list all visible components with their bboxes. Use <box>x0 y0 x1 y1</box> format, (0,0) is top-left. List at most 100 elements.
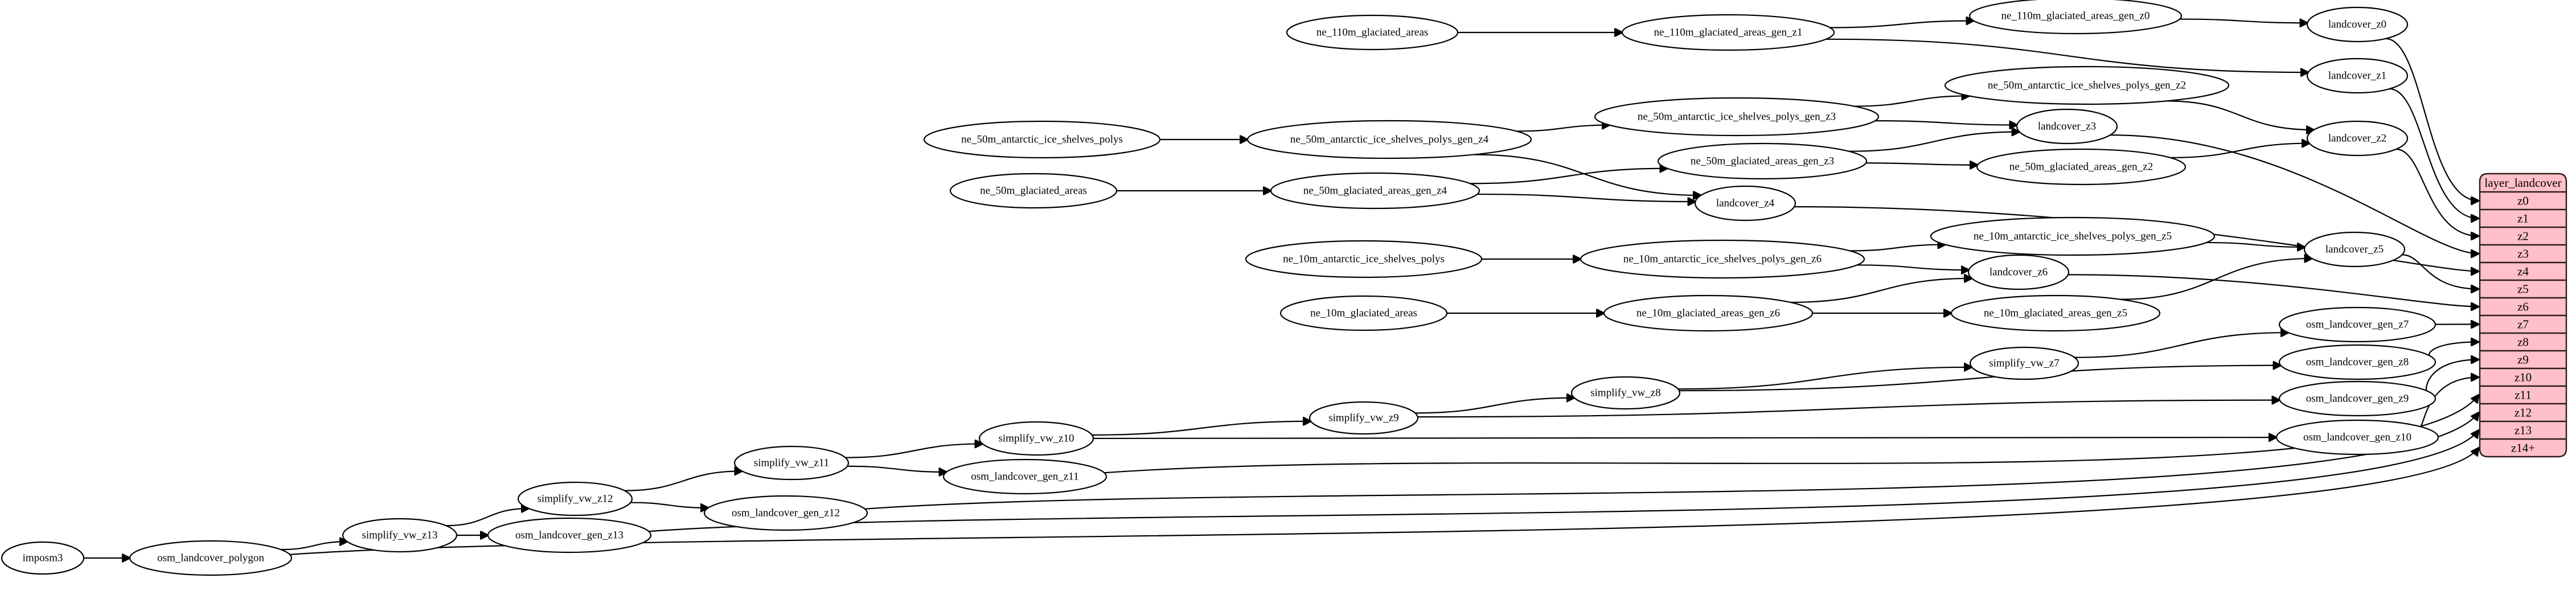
node-ellipse <box>129 540 293 576</box>
graph-node-simplify_vw_z7[interactable]: simplify_vw_z7 <box>1969 346 2079 380</box>
node-ellipse <box>1969 346 2079 380</box>
table-row-z8[interactable]: z8 <box>2517 335 2529 349</box>
graph-node-landcover_z3[interactable]: landcover_z3 <box>2016 108 2118 145</box>
graph-node-ne_10m_glaciated_areas_gen_z5[interactable]: ne_10m_glaciated_areas_gen_z5 <box>1950 294 2161 332</box>
graph-edge-simplify_vw_z7--to--osm_landcover_gen_z7 <box>2074 333 2288 358</box>
graph-node-osm_landcover_polygon[interactable]: osm_landcover_polygon <box>129 540 293 576</box>
graph-node-simplify_vw_z8[interactable]: simplify_vw_z8 <box>1570 376 1681 410</box>
graph-node-ne_50m_glaciated_areas_gen_z3[interactable]: ne_50m_glaciated_areas_gen_z3 <box>1657 142 1868 180</box>
graph-node-simplify_vw_z9[interactable]: simplify_vw_z9 <box>1308 401 1419 435</box>
graph-node-ne_10m_antarctic_ice_shelves_polys[interactable]: ne_10m_antarctic_ice_shelves_polys <box>1245 240 1483 278</box>
node-ellipse <box>1621 14 1835 51</box>
graph-node-osm_landcover_gen_z10[interactable]: osm_landcover_gen_z10 <box>2275 419 2439 456</box>
node-label: ne_10m_glaciated_areas_gen_z5 <box>1984 307 2127 319</box>
graph-node-ne_110m_glaciated_areas[interactable]: ne_110m_glaciated_areas <box>1286 14 1459 51</box>
table-row-z1[interactable]: z1 <box>2517 212 2529 225</box>
table-row-z2[interactable]: z2 <box>2517 229 2529 243</box>
node-ellipse <box>1694 185 1796 222</box>
graph-edge-osm_landcover_gen_z11--to--layer_landcover_z11 <box>1104 395 2479 474</box>
graph-node-landcover_z2[interactable]: landcover_z2 <box>2306 120 2409 157</box>
node-ellipse <box>1594 97 1880 137</box>
node-label: landcover_z2 <box>2328 133 2386 145</box>
table-row-z13[interactable]: z13 <box>2515 424 2532 437</box>
node-label: simplify_vw_z12 <box>538 493 613 505</box>
graph-node-landcover_z6[interactable]: landcover_z6 <box>1967 254 2070 290</box>
table-header-label: layer_landcover <box>2484 176 2561 190</box>
node-label: landcover_z6 <box>1990 266 2048 278</box>
node-label: osm_landcover_polygon <box>157 552 264 564</box>
graph-edge-ne_10m_antarctic_ice_shelves_polys_gen_z5--to--landcover_z5 <box>2206 241 2305 247</box>
graph-node-ne_50m_glaciated_areas_gen_z4[interactable]: ne_50m_glaciated_areas_gen_z4 <box>1270 172 1480 210</box>
graph-edge-landcover_z4--to--layer_landcover_z4 <box>1794 206 2479 271</box>
graph-node-ne_110m_glaciated_areas_gen_z1[interactable]: ne_110m_glaciated_areas_gen_z1 <box>1621 14 1835 51</box>
graph-node-ne_50m_glaciated_areas_gen_z2[interactable]: ne_50m_glaciated_areas_gen_z2 <box>1976 148 2187 186</box>
table-row-z12[interactable]: z12 <box>2515 406 2532 420</box>
node-ellipse <box>1603 294 1814 332</box>
node-label: landcover_z3 <box>2038 121 2096 133</box>
node-label: ne_110m_glaciated_areas_gen_z0 <box>2001 10 2150 22</box>
node-label: osm_landcover_gen_z9 <box>2306 393 2409 405</box>
table-row-z7[interactable]: z7 <box>2517 318 2529 331</box>
graph-edge-simplify_vw_z12--to--osm_landcover_gen_z12 <box>630 502 708 508</box>
node-ellipse <box>1 541 85 575</box>
graph-node-ne_50m_antarctic_ice_shelves_polys_gen_z4[interactable]: ne_50m_antarctic_ice_shelves_polys_gen_z… <box>1246 120 1532 159</box>
table-row-z3[interactable]: z3 <box>2517 247 2529 261</box>
graph-node-ne_10m_antarctic_ice_shelves_polys_gen_z5[interactable]: ne_10m_antarctic_ice_shelves_polys_gen_z… <box>1930 216 2216 256</box>
graph-node-ne_50m_antarctic_ice_shelves_polys_gen_z2[interactable]: ne_50m_antarctic_ice_shelves_polys_gen_z… <box>1944 65 2230 105</box>
graph-node-osm_landcover_gen_z9[interactable]: osm_landcover_gen_z9 <box>2278 380 2436 417</box>
graph-node-ne_50m_glaciated_areas[interactable]: ne_50m_glaciated_areas <box>949 173 1118 209</box>
graph-node-simplify_vw_z11[interactable]: simplify_vw_z11 <box>733 445 850 481</box>
table-row-z0[interactable]: z0 <box>2517 194 2529 208</box>
node-ellipse <box>2275 419 2439 456</box>
node-label: osm_landcover_gen_z10 <box>2303 432 2411 444</box>
graph-edge-simplify_vw_z10--to--osm_landcover_gen_z10 <box>1093 437 2276 438</box>
node-label: imposm3 <box>23 552 63 564</box>
graph-edge-landcover_z6--to--layer_landcover_z6 <box>2068 274 2479 306</box>
table-row-z4[interactable]: z4 <box>2517 265 2529 278</box>
graph-node-osm_landcover_gen_z8[interactable]: osm_landcover_gen_z8 <box>2278 344 2436 380</box>
node-label: osm_landcover_gen_z7 <box>2306 319 2409 331</box>
graph-edge-ne_50m_antarctic_ice_shelves_polys_gen_z3--to--ne_50m_antarctic_ice_shelves_polys_gen_z2 <box>1854 96 1969 107</box>
node-ellipse <box>1944 65 2230 105</box>
layer-landcover-table-group[interactable]: layer_landcover z0 z1 z2 z3 z4 z5 z6 z7 z8 z9 z10 z1… <box>2479 173 2567 458</box>
node-label: simplify_vw_z9 <box>1328 412 1399 424</box>
table-row-z6[interactable]: z6 <box>2517 300 2529 314</box>
graph-node-ne_10m_antarctic_ice_shelves_polys_gen_z6[interactable]: ne_10m_antarctic_ice_shelves_polys_gen_z… <box>1580 239 1865 279</box>
graph-node-simplify_vw_z12[interactable]: simplify_vw_z12 <box>517 481 633 516</box>
node-label: ne_50m_glaciated_areas_gen_z2 <box>2009 161 2153 173</box>
graph-node-ne_10m_glaciated_areas[interactable]: ne_10m_glaciated_areas <box>1279 295 1448 331</box>
graph-edge-simplify_vw_z13--to--simplify_vw_z12 <box>446 509 528 527</box>
node-label: landcover_z5 <box>2325 244 2384 256</box>
graph-edge-ne_110m_glaciated_areas_gen_z1--to--ne_110m_glaciated_areas_gen_z0 <box>1830 21 1974 28</box>
node-label: osm_landcover_gen_z8 <box>2306 356 2409 368</box>
graph-node-imposm3[interactable]: imposm3 <box>1 541 85 575</box>
node-ellipse <box>949 173 1118 209</box>
table-row-z14plus[interactable]: z14+ <box>2511 441 2535 455</box>
graph-edge-landcover_z5--to--layer_landcover_z5 <box>2402 254 2479 289</box>
table-row-z9[interactable]: z9 <box>2517 353 2529 367</box>
graph-node-landcover_z4[interactable]: landcover_z4 <box>1694 185 1796 222</box>
node-label: ne_50m_antarctic_ice_shelves_polys_gen_z… <box>1638 111 1836 123</box>
graph-node-landcover_z0[interactable]: landcover_z0 <box>2306 6 2409 43</box>
graph-node-osm_landcover_gen_z7[interactable]: osm_landcover_gen_z7 <box>2278 306 2436 343</box>
graph-node-osm_landcover_gen_z13[interactable]: osm_landcover_gen_z13 <box>487 517 652 553</box>
graph-node-landcover_z1[interactable]: landcover_z1 <box>2306 58 2409 94</box>
graph-node-ne_110m_glaciated_areas_gen_z0[interactable]: ne_110m_glaciated_areas_gen_z0 <box>1968 0 2183 35</box>
graph-node-osm_landcover_gen_z11[interactable]: osm_landcover_gen_z11 <box>942 458 1107 495</box>
graph-node-simplify_vw_z10[interactable]: simplify_vw_z10 <box>978 421 1094 456</box>
graph-edge-ne_50m_antarctic_ice_shelves_polys_gen_z2--to--landcover_z2 <box>2166 100 2314 130</box>
table-row-z5[interactable]: z5 <box>2517 282 2529 296</box>
table-row-z11[interactable]: z11 <box>2515 388 2532 402</box>
graph-edge-ne_110m_glaciated_areas_gen_z1--to--landcover_z1 <box>1826 38 2308 72</box>
node-label: ne_50m_antarctic_ice_shelves_polys_gen_z… <box>1290 134 1489 146</box>
node-ellipse <box>923 120 1161 159</box>
node-label: ne_50m_glaciated_areas_gen_z3 <box>1691 155 1834 167</box>
graph-node-osm_landcover_gen_z12[interactable]: osm_landcover_gen_z12 <box>703 495 868 531</box>
graph-node-landcover_z5[interactable]: landcover_z5 <box>2303 231 2406 268</box>
graph-node-ne_50m_antarctic_ice_shelves_polys_gen_z3[interactable]: ne_50m_antarctic_ice_shelves_polys_gen_z… <box>1594 97 1880 137</box>
graph-edge-simplify_vw_z8--to--simplify_vw_z7 <box>1678 367 1972 390</box>
table-row-z10[interactable]: z10 <box>2515 371 2532 384</box>
graph-node-simplify_vw_z13[interactable]: simplify_vw_z13 <box>342 518 458 553</box>
graph-node-ne_50m_antarctic_ice_shelves_polys[interactable]: ne_50m_antarctic_ice_shelves_polys <box>923 120 1161 159</box>
graph-node-ne_10m_glaciated_areas_gen_z6[interactable]: ne_10m_glaciated_areas_gen_z6 <box>1603 294 1814 332</box>
